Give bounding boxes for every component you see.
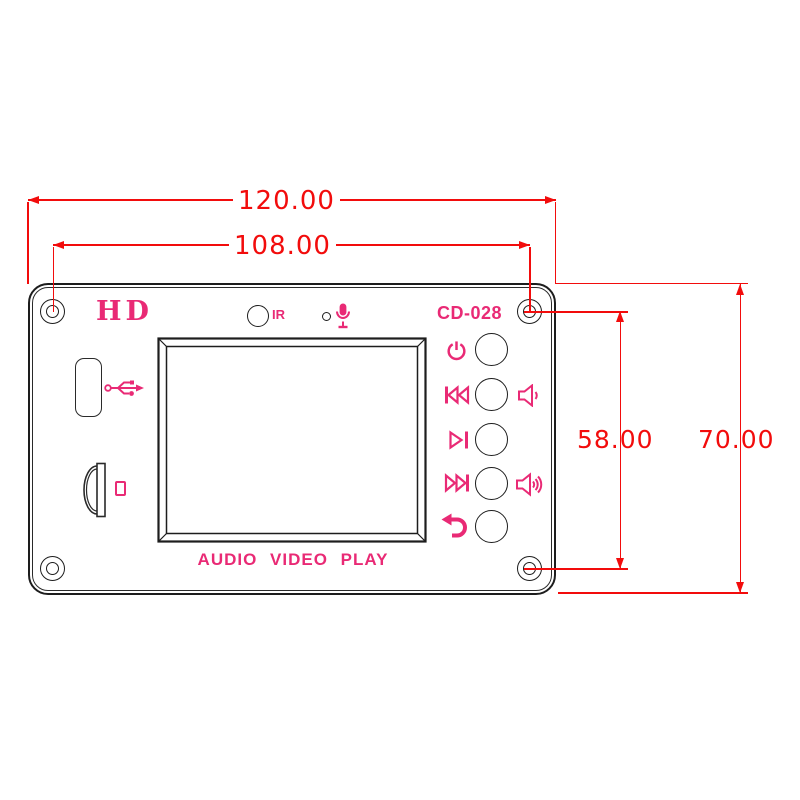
dim-line-height-holes [619, 311, 621, 569]
microphone-icon [335, 302, 351, 330]
previous-button [475, 378, 508, 411]
sd-card-icon [115, 481, 126, 496]
panel-caption: AUDIO VIDEO PLAY [197, 550, 389, 569]
lcd-screen [157, 337, 427, 543]
ir-label: IR [272, 307, 285, 322]
usb-icon [104, 378, 144, 398]
dim-extension [27, 202, 29, 284]
back-return-icon [441, 513, 468, 539]
model-number: CD-028 [437, 303, 503, 323]
dim-arrow [736, 284, 744, 295]
dim-label-height-holes: 58.00 [577, 425, 654, 454]
back-button [475, 510, 508, 543]
dim-extension [524, 568, 628, 570]
dim-arrow [53, 241, 64, 249]
dim-extension [556, 282, 748, 284]
panel-outline [28, 283, 556, 595]
dim-extension [524, 311, 628, 313]
dim-label-width-holes: 108.00 [229, 231, 336, 261]
ir-receiver-window [247, 305, 269, 327]
microphone-hole [322, 312, 331, 321]
dim-extension [558, 592, 748, 594]
power-icon [446, 340, 467, 361]
dim-extension [529, 247, 531, 312]
play-pause-icon [448, 430, 470, 450]
brand-logo: HD [96, 296, 153, 327]
usb-port [75, 358, 102, 417]
volume-up-icon [515, 472, 548, 497]
dim-extension [554, 202, 556, 284]
dim-arrow [519, 241, 530, 249]
dim-label-width-outer: 120.00 [233, 186, 340, 216]
dim-arrow [616, 558, 624, 569]
dim-arrow [616, 311, 624, 322]
play-pause-button [475, 423, 508, 456]
dim-line-height-outer [739, 284, 741, 593]
previous-track-icon [444, 385, 470, 405]
power-button [475, 333, 508, 366]
dim-arrow [545, 196, 556, 204]
dim-label-height-outer: 70.00 [698, 425, 775, 454]
dim-extension [52, 247, 54, 312]
sd-card-slot [82, 462, 108, 518]
volume-down-icon [517, 384, 542, 407]
mount-hole-bottom-left [40, 556, 65, 581]
panel-inner-outline [32, 287, 552, 591]
dim-arrow [736, 582, 744, 593]
next-track-icon [444, 473, 470, 493]
dim-arrow [28, 196, 39, 204]
next-button [475, 467, 508, 500]
